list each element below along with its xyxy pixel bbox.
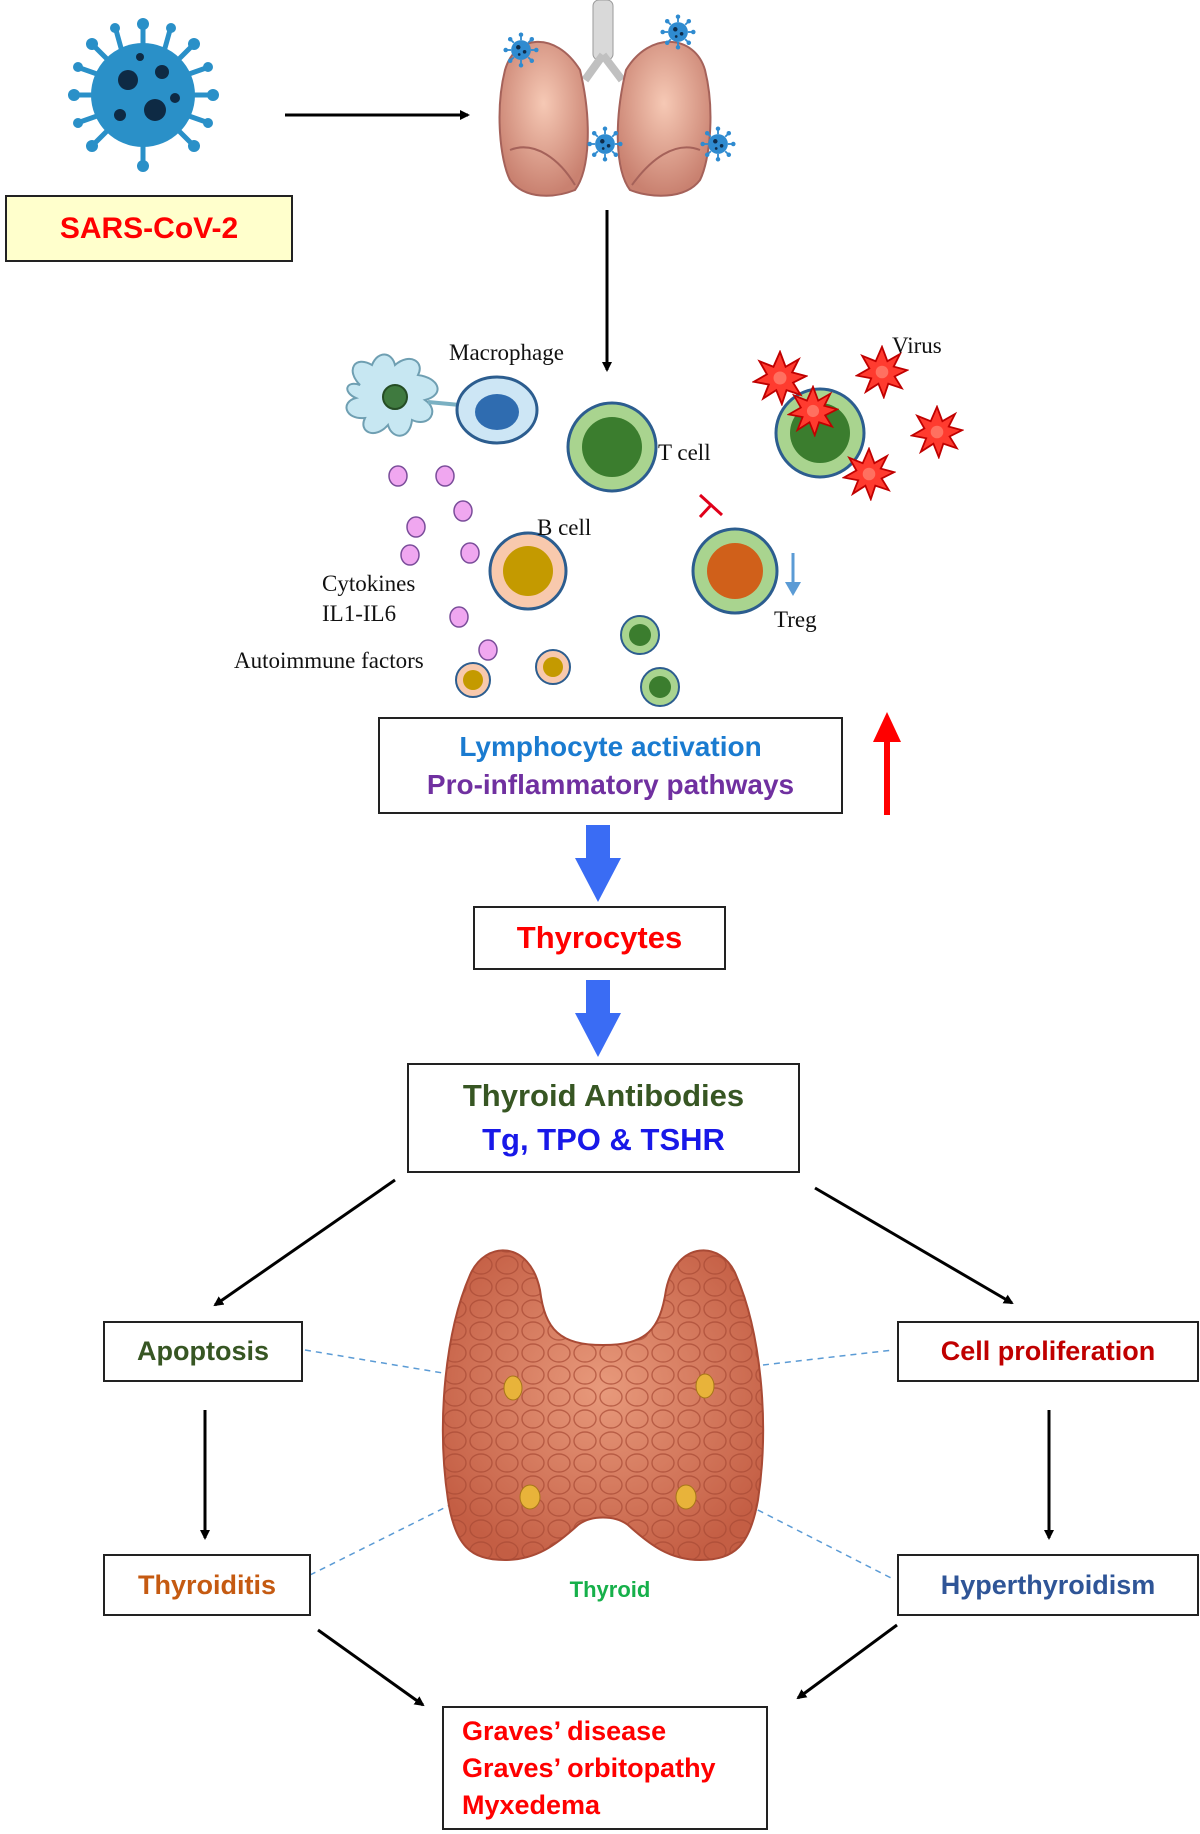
t-cell-icon — [566, 401, 658, 493]
block-arrow-2 — [575, 980, 621, 1057]
lungs-icon — [498, 0, 712, 197]
arrow-to-apoptosis — [213, 1178, 396, 1307]
thyrocytes-label: Thyrocytes — [516, 920, 683, 955]
thyroid-antibodies-box: Thyroid Antibodies Tg, TPO & TSHR — [407, 1063, 800, 1173]
b-cell-label: B cell — [537, 515, 592, 540]
virus-icon — [68, 18, 219, 172]
sars-cov-2-box: SARS-CoV-2 — [5, 195, 293, 262]
cytokines-label-line1: Cytokines — [322, 571, 416, 596]
cell-proliferation-label: Cell proliferation — [940, 1336, 1156, 1366]
t-cell-label: T cell — [658, 440, 711, 465]
apoptosis-label: Apoptosis — [137, 1336, 269, 1366]
dashed-connectors — [304, 1349, 896, 1581]
virus-icon — [503, 32, 539, 68]
outcome-item: Graves’ disease — [462, 1715, 667, 1746]
thyroid-antibodies-text: Thyroid Antibodies — [462, 1078, 745, 1113]
sars-cov-2-label: SARS-CoV-2 — [59, 211, 239, 245]
thyrocytes-box: Thyrocytes — [473, 906, 726, 970]
thyroiditis-box: Thyroiditis — [103, 1554, 311, 1616]
cell-proliferation-box: Cell proliferation — [897, 1321, 1199, 1382]
apoptosis-box: Apoptosis — [103, 1321, 303, 1382]
virus-icon — [587, 126, 623, 162]
decrease-arrow-icon — [785, 553, 801, 596]
dendritic-cell-icon — [345, 353, 439, 437]
macrophage-icon — [455, 375, 539, 445]
increase-arrow-icon — [873, 712, 901, 815]
outcome-item: Myxedema — [462, 1789, 601, 1820]
hyperthyroidism-box: Hyperthyroidism — [897, 1554, 1199, 1616]
thyroid-label: Thyroid — [569, 1577, 651, 1602]
lymphocyte-activation-text: Lymphocyte activation — [459, 730, 762, 762]
cytokine-dots — [388, 465, 498, 661]
autoimmune-cells — [455, 615, 680, 707]
macrophage-label: Macrophage — [449, 340, 564, 365]
virus-particle-icon — [910, 405, 964, 459]
arrow-to-proliferation — [814, 1186, 1014, 1305]
thyroid-gland-icon — [441, 1249, 765, 1562]
cell-contact-line — [427, 400, 461, 407]
pro-inflammatory-text: Pro-inflammatory pathways — [426, 768, 795, 800]
outcome-item: Graves’ orbitopathy — [462, 1752, 716, 1783]
arrow-thyroiditis-to-outcomes — [317, 1628, 425, 1707]
hyperthyroidism-label: Hyperthyroidism — [940, 1569, 1156, 1600]
outcomes-box: Graves’ disease Graves’ orbitopathy Myxe… — [442, 1706, 768, 1830]
tg-tpo-tshr-text: Tg, TPO & TSHR — [482, 1122, 725, 1157]
cytokines-label-line2: IL1-IL6 — [322, 601, 397, 626]
thyroiditis-label: Thyroiditis — [137, 1569, 276, 1600]
treg-cell-icon — [691, 527, 779, 615]
autoimmune-label: Autoimmune factors — [234, 648, 424, 673]
lymphocyte-activation-box: Lymphocyte activation Pro-inflammatory p… — [378, 717, 843, 814]
treg-label: Treg — [774, 607, 817, 632]
arrow-hyperthyroidism-to-outcomes — [796, 1623, 898, 1700]
b-cell-icon — [488, 531, 568, 611]
inhibition-icon — [698, 493, 724, 519]
virus-icon — [660, 14, 696, 50]
virus-icon — [700, 126, 736, 162]
block-arrow-1 — [575, 825, 621, 902]
virus-label: Virus — [892, 333, 942, 358]
